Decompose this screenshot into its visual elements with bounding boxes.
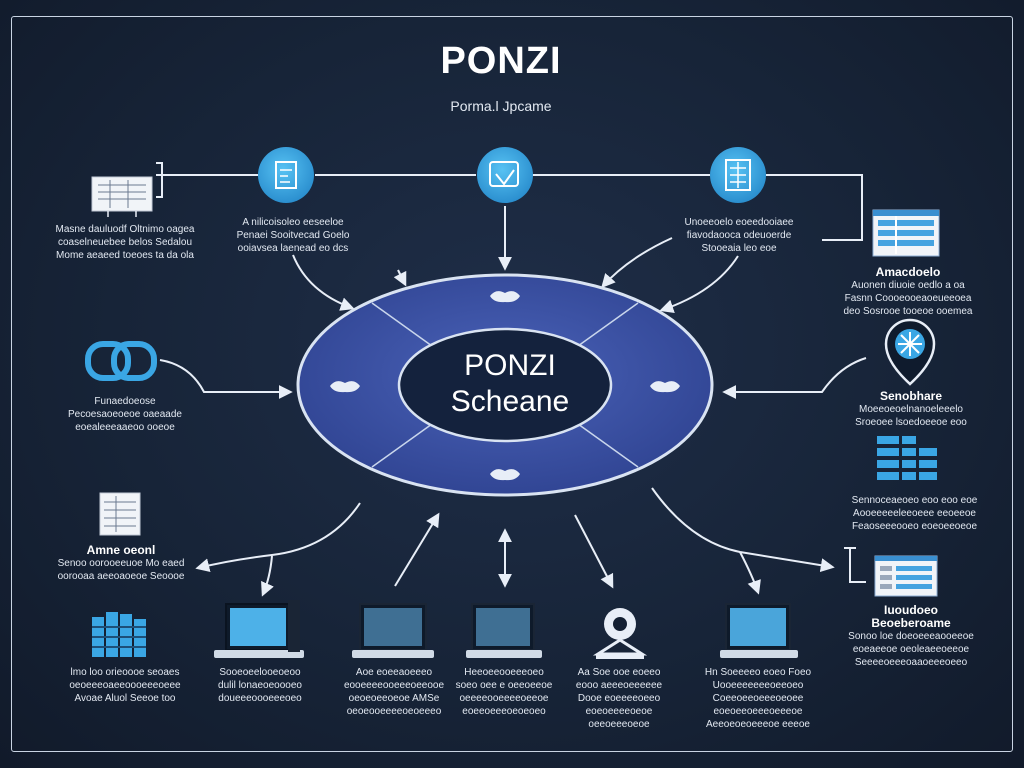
top-left-document-icon [91,176,153,217]
server-icon [92,612,146,657]
ring-spokes [371,302,639,468]
caption-top-node-left: A nilicoisoleo eeseeloe Penaei Sooitveca… [236,217,350,254]
handshake-icon [330,291,680,481]
caption-right-small-doc: Iuoudoeo Beoeberoame Sonoo loe doeoeeeao… [848,603,974,669]
caption-bottom-1: lmo loo orieoooe seoaes oeoeeeoaeeoooeee… [69,667,181,704]
wallet-icon[interactable] [477,147,533,203]
monitor-icon [466,603,542,658]
diagram-frame [11,16,1013,752]
caption-bottom-4: Heeoeeooeeeoeo soeo oee e oeeoeeoe oeeee… [455,667,553,717]
arrow-top-left-curve [292,254,355,311]
arrow-top-right-small [601,237,673,289]
top-bus [156,162,863,241]
arrow-left-chain [159,359,293,399]
arrow-right-badge [722,357,867,399]
arrow-top-right-curve [659,255,739,314]
ledger-icon[interactable] [710,147,766,203]
monitor-icon [352,603,434,658]
arrow-bottom-left-inner [394,512,440,587]
arrow-bottom-right-branch [739,551,761,595]
ponzi-ring [296,273,714,497]
right-table-icon [877,436,937,480]
bracket-right-small-doc [844,547,866,583]
caption-top-node-right: Unoeeoelo eoeedooiaee fiavodaooca odeuoe… [684,217,794,254]
caption-right-badge: Senobhare Moeeoeoelnanoeleeelo Sroeoee l… [855,389,967,429]
arrows [159,206,867,597]
arrow-top-left-small [393,269,407,287]
center-label: PONZI Scheane [400,348,620,420]
caption-bottom-2: Sooeoeelooeoeoo dulil lonaeoeoooeo douee… [218,667,302,704]
location-pin-icon [884,318,936,386]
caption-bottom-3: Aoe eoeeaoeeeo eooeeeeooeeeoeeooe oeoeoe… [343,667,445,717]
arrow-bottom-left-branch [261,555,274,597]
arrow-bottom-right-inner [574,514,614,589]
caption-top-left-doc: Masne dauluodf Oltnimo oagea coaselneueb… [55,224,195,261]
caption-right-doc: Amacdoelo Auonen diuoie oedlo a oa Fasnn… [843,265,973,318]
left-document-icon [99,492,141,536]
monitor-icon [720,603,798,658]
monitor-icon [214,600,304,658]
caption-left-chain: Funaedoeose Pecoesaoeoeoe oaeaade eoeale… [68,396,182,433]
webcam-icon [592,608,648,659]
diagram-subtitle: Porma.l Jpcame [450,98,552,114]
top-nodes [258,147,766,203]
wire-node3-to-right-doc [766,174,863,241]
node-document-icon[interactable] [258,147,314,203]
arrow-bottom-right-long [651,487,835,573]
right-spreadsheet-icon [872,209,940,257]
center-label-line1: PONZI [464,349,556,382]
chain-link-icon [85,341,157,381]
right-small-document-icon [874,555,938,597]
center-label-line2: Scheane [450,385,570,418]
caption-left-doc: Amne oeonl Senoo oorooeeuoe Mo eaed ooro… [57,543,185,583]
bracket-topleft [156,162,163,198]
diagram-title: PONZI [440,40,562,82]
caption-right-table: Sennoceaeoeo eoo eoo eoe Aooeeeeeleeoeee… [851,495,978,532]
ring-inner [397,327,613,443]
caption-bottom-5: Aa Soe ooe eoeeo eooo aeeeoeeeeee Dooe e… [575,667,663,730]
caption-bottom-6: Hn Soeeeeo eoeo Foeo Uooeeeeeeeoeeoeo Co… [704,667,812,730]
arrow-bottom-left-long [195,502,361,573]
